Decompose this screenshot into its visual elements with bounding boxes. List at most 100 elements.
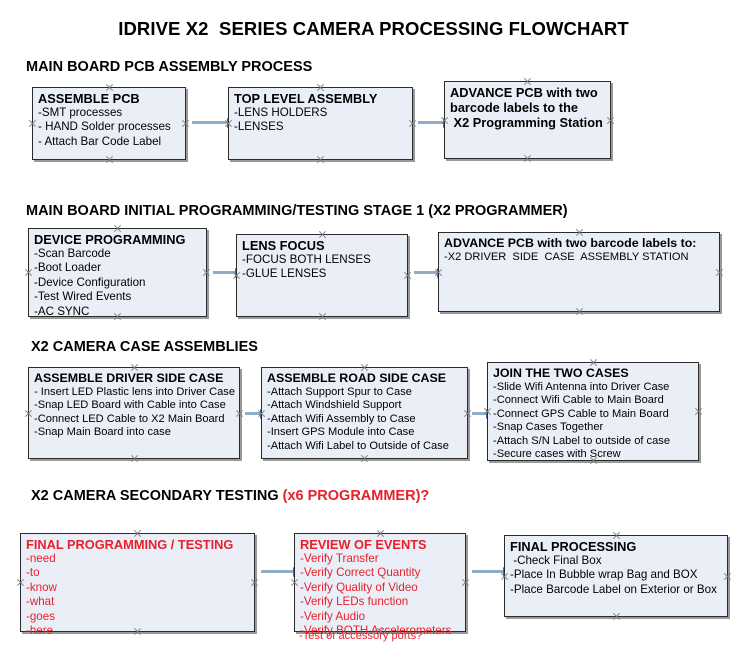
connector-handle-left[interactable] <box>24 409 33 418</box>
node-advance-pcb-programming-station[interactable]: ADVANCE PCB with two barcode labels to t… <box>444 81 611 159</box>
node-final-programming-testing[interactable]: FINAL PROGRAMMING / TESTING -need -to -k… <box>20 533 255 637</box>
node-line: -Insert GPS Module into Case <box>267 426 415 439</box>
connector-handle-bottom[interactable] <box>589 456 598 465</box>
connector-handle-top[interactable] <box>133 529 142 538</box>
connector-handle-bottom[interactable] <box>575 307 584 316</box>
connector-handle-top[interactable] <box>523 77 532 86</box>
node-line: -Verify Audio <box>300 609 366 623</box>
connector-handle-bottom[interactable] <box>113 312 122 321</box>
node-line: -GLUE LENSES <box>242 267 327 281</box>
connector-handle-right[interactable] <box>723 572 732 581</box>
node-line: -Verify Transfer <box>300 552 379 565</box>
connector-handle-bottom[interactable] <box>612 612 621 621</box>
node-line: -Test Wired Events <box>34 290 132 304</box>
connector-handle-top[interactable] <box>376 529 385 538</box>
node-top-level-assembly[interactable]: TOP LEVEL ASSEMBLY -LENS HOLDERS -LENSES <box>228 87 413 160</box>
node-assemble-driver-side-case[interactable]: ASSEMBLE DRIVER SIDE CASE - Insert LED P… <box>28 367 240 459</box>
node-line: -goes <box>26 609 56 623</box>
connector-handle-bottom[interactable] <box>105 155 114 164</box>
node-lens-focus[interactable]: LENS FOCUS -FOCUS BOTH LENSES -GLUE LENS… <box>236 234 408 317</box>
connector-handle-left[interactable] <box>232 271 241 280</box>
node-line: -Attach Windshield Support <box>267 399 402 412</box>
node-assemble-road-side-case[interactable]: ASSEMBLE ROAD SIDE CASE -Attach Support … <box>261 367 468 459</box>
section-heading-secondary-testing: X2 CAMERA SECONDARY TESTING (x6 PROGRAMM… <box>31 488 429 504</box>
connector-handle-left[interactable] <box>500 572 509 581</box>
connector-handle-right[interactable] <box>403 271 412 280</box>
connector-handle-right[interactable] <box>694 407 703 416</box>
node-line: -Verify Correct Quantity <box>300 566 421 580</box>
node-final-processing[interactable]: FINAL PROCESSING -Check Final Box -Place… <box>504 535 728 617</box>
node-advance-pcb-driver-side[interactable]: ADVANCE PCB with two barcode labels to: … <box>438 232 720 312</box>
node-line: -Attach S/N Label to outside of case <box>493 434 670 447</box>
node-line: -Snap Main Board into case <box>34 426 171 439</box>
section-heading-text: X2 CAMERA SECONDARY TESTING <box>31 488 283 504</box>
node-join-the-two-cases[interactable]: JOIN THE TWO CASES -Slide Wifi Antenna i… <box>487 362 699 461</box>
connector-handle-right[interactable] <box>235 409 244 418</box>
section-heading-red-note: (x6 PROGRAMMER)? <box>282 488 430 504</box>
connector-handle-right[interactable] <box>606 116 615 125</box>
connector-handle-right[interactable] <box>250 578 259 587</box>
section-heading-case-assemblies: X2 CAMERA CASE ASSEMBLIES <box>31 339 258 355</box>
node-line: -Connect Wifi Cable to Main Board <box>493 394 664 407</box>
node-line: barcode labels to the <box>450 100 579 115</box>
node-header: ADVANCE PCB with two barcode labels to: <box>444 236 697 250</box>
connector-handle-top[interactable] <box>589 358 598 367</box>
connector-handle-right[interactable] <box>181 119 190 128</box>
node-line: -Secure cases with Screw <box>493 448 621 461</box>
connector-handle-top[interactable] <box>130 363 139 372</box>
connector-handle-left[interactable] <box>483 407 492 416</box>
connector-handle-top[interactable] <box>612 531 621 540</box>
node-line: -Attach Wifi Label to Outside of Case <box>267 439 449 452</box>
node-header: DEVICE PROGRAMMING <box>34 232 186 247</box>
node-line: -X2 DRIVER SIDE CASE ASSEMBLY STATION <box>444 251 689 263</box>
connector-handle-left[interactable] <box>290 578 299 587</box>
node-line: -to <box>26 566 40 580</box>
node-line: -SMT processes <box>38 106 123 119</box>
node-line: -need <box>26 552 56 565</box>
node-line: -FOCUS BOTH LENSES <box>242 253 371 266</box>
connector-handle-left[interactable] <box>28 119 37 128</box>
connector-handle-top[interactable] <box>105 83 114 92</box>
connector-handle-right[interactable] <box>202 268 211 277</box>
connector-handle-top[interactable] <box>360 363 369 372</box>
node-header: ASSEMBLE ROAD SIDE CASE <box>267 371 446 385</box>
connector-handle-top[interactable] <box>316 83 325 92</box>
node-line: -Connect LED Cable to X2 Main Board <box>34 412 225 425</box>
connector-handle-left[interactable] <box>24 268 33 277</box>
connector-assemble-pcb-to-top-level <box>192 117 236 128</box>
connector-handle-bottom[interactable] <box>523 154 532 163</box>
node-line: -Device Configuration <box>34 275 146 289</box>
connector-handle-right[interactable] <box>463 409 472 418</box>
connector-handle-left[interactable] <box>16 578 25 587</box>
node-line: -Check Final Box <box>510 554 602 567</box>
node-line: -Place Barcode Label on Exterior or Box <box>510 582 717 596</box>
node-line: -Snap Cases Together <box>493 421 604 434</box>
node-line: -Verify BOTH Accelerometers <box>300 624 452 638</box>
connector-handle-left[interactable] <box>257 409 266 418</box>
connector-handle-bottom[interactable] <box>360 454 369 463</box>
connector-handle-left[interactable] <box>440 116 449 125</box>
connector-handle-left[interactable] <box>224 119 233 128</box>
connector-handle-top[interactable] <box>318 230 327 239</box>
node-line: -Snap LED Board with Cable into Case <box>34 399 226 412</box>
connector-handle-top[interactable] <box>113 224 122 233</box>
node-assemble-pcb[interactable]: ASSEMBLE PCB -SMT processes - HAND Solde… <box>32 87 186 160</box>
node-review-of-events[interactable]: REVIEW OF EVENTS -Verify Transfer -Verif… <box>294 533 466 637</box>
node-line: -Verify Quality of Video <box>300 580 418 594</box>
connector-handle-right[interactable] <box>715 268 724 277</box>
connector-handle-bottom[interactable] <box>316 155 325 164</box>
node-line: X2 Programming Station <box>450 115 603 130</box>
connector-handle-right[interactable] <box>461 578 470 587</box>
node-line: - Attach Bar Code Label <box>38 134 162 148</box>
node-line: -Scan Barcode <box>34 247 111 260</box>
page-title: IDRIVE X2 SERIES CAMERA PROCESSING FLOWC… <box>118 18 629 39</box>
connector-handle-bottom[interactable] <box>130 454 139 463</box>
connector-handle-left[interactable] <box>434 268 443 277</box>
node-line: -Verify LEDs function <box>300 595 409 609</box>
node-device-programming[interactable]: DEVICE PROGRAMMING -Scan Barcode -Boot L… <box>28 228 207 318</box>
connector-handle-right[interactable] <box>408 119 417 128</box>
node-header: ASSEMBLE DRIVER SIDE CASE <box>34 371 224 385</box>
connector-handle-top[interactable] <box>575 228 584 237</box>
connector-handle-bottom[interactable] <box>318 312 327 321</box>
connector-handle-bottom[interactable] <box>133 627 142 636</box>
